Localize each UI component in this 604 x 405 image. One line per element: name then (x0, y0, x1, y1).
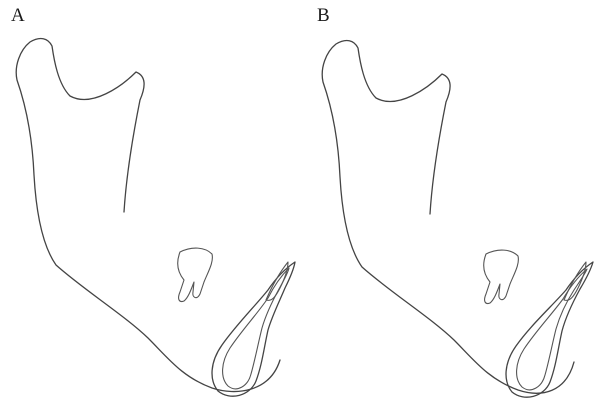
symphysis-inner-b (517, 269, 587, 390)
mandible-outline-b (322, 41, 574, 394)
molar-tooth-b (484, 250, 519, 303)
panel-a-drawing (16, 39, 295, 397)
panel-b-drawing (322, 41, 593, 398)
molar-tooth-a (178, 248, 213, 301)
mandible-outline-a (16, 39, 280, 392)
symphysis-outer-b (506, 262, 593, 397)
symphysis-inner-a (223, 268, 289, 389)
